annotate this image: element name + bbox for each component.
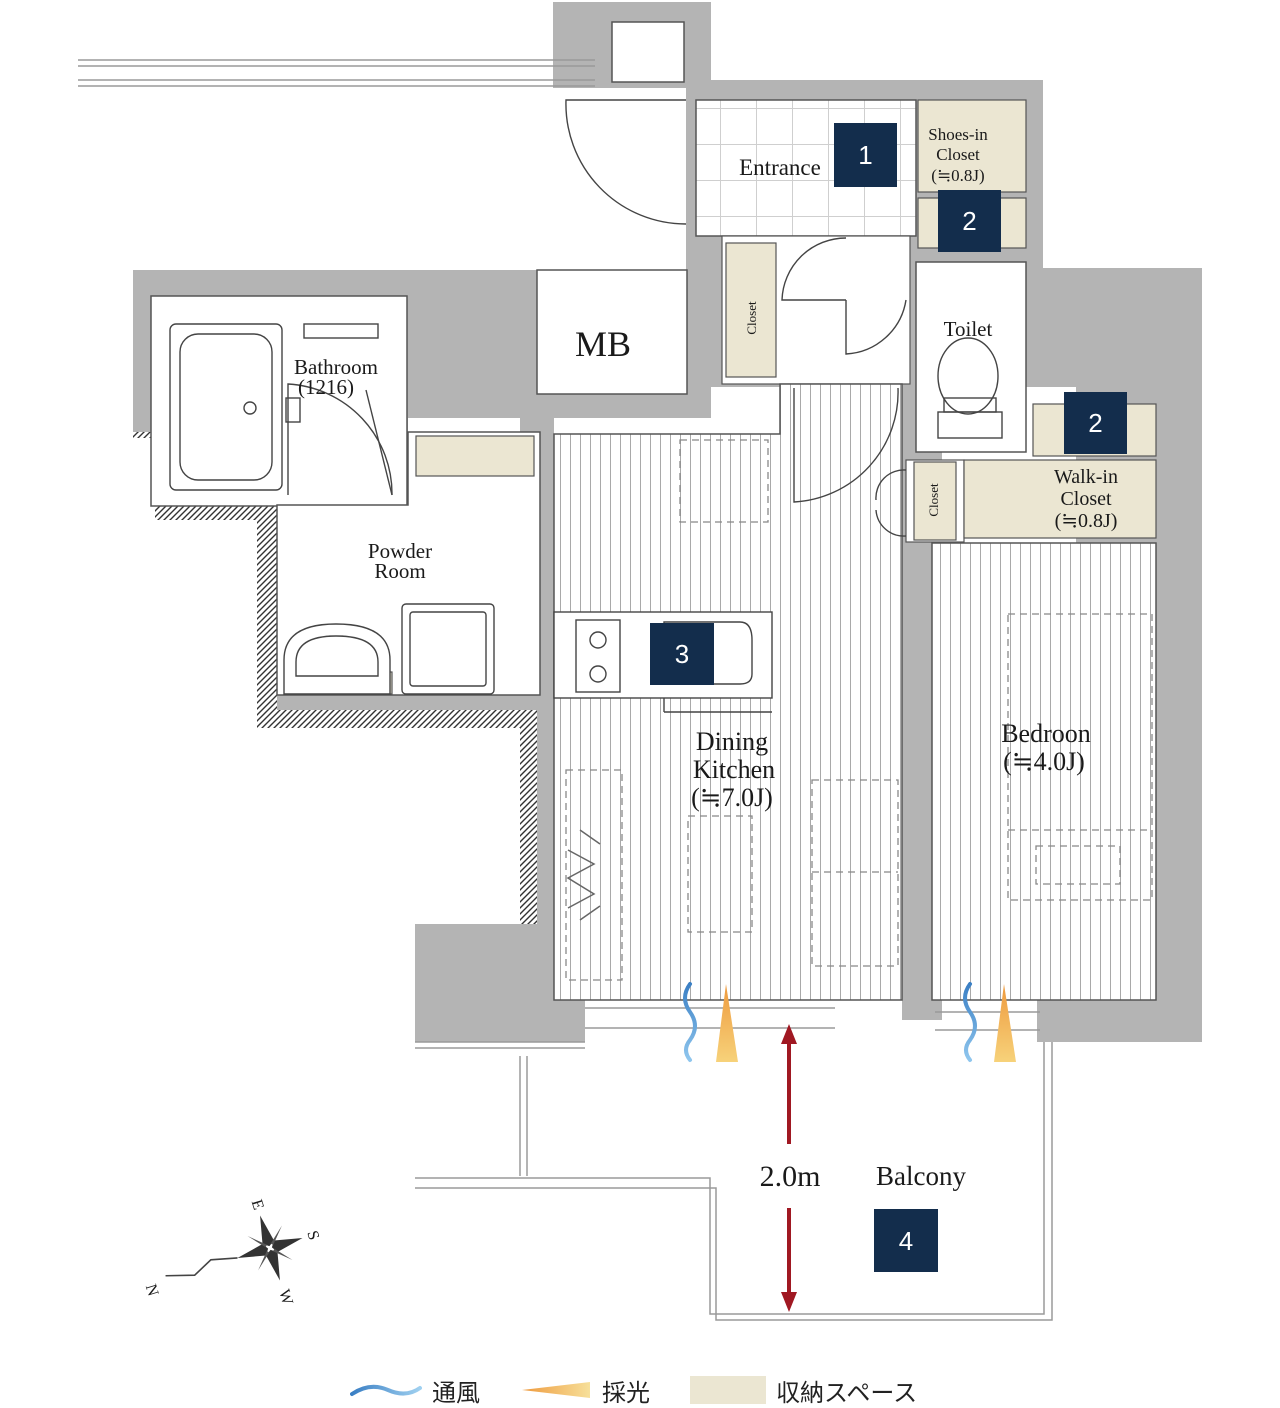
badge-number: 2 <box>962 206 976 236</box>
powder-room-label-line2: Room <box>374 559 425 583</box>
dimension-label: 2.0m <box>760 1160 821 1193</box>
number-badge: 2 <box>938 190 1001 252</box>
powder-room-label-line1: Powder <box>368 539 432 563</box>
daylight-marks <box>716 984 1016 1062</box>
ventilation-wave-icon <box>350 1384 422 1396</box>
entrance-label: Entrance <box>739 155 821 180</box>
room-labels: Entrance Shoes-in Closet (≒0.8J) MB Clos… <box>294 125 1118 1191</box>
number-badge: 3 <box>650 623 714 685</box>
legend-label: 通風 <box>432 1378 480 1407</box>
small-closet-label: Closet <box>926 483 941 517</box>
legend-label: 収納スペース <box>776 1378 918 1407</box>
compass-s: S <box>303 1229 322 1242</box>
legend-ventilation: 通風 <box>350 1372 480 1408</box>
walkin-closet-label-line3: (≒0.8J) <box>1055 510 1118 532</box>
balcony-label: Balcony <box>876 1161 966 1191</box>
bathroom-label-line1: Bathroom <box>294 355 378 379</box>
walkin-closet-label-line2: Closet <box>1060 488 1112 510</box>
badge-number: 2 <box>1088 408 1102 438</box>
armchair-glyph <box>566 829 601 921</box>
mb-label: MB <box>575 324 631 364</box>
number-badge: 4 <box>874 1209 938 1272</box>
shoes-closet-label-line2: Closet <box>936 145 980 164</box>
furniture-outlines <box>565 439 1153 981</box>
balcony-outline <box>415 1007 1053 1321</box>
ventilation-marks <box>683 982 977 1062</box>
compass-icon: N E S W <box>142 1198 322 1308</box>
compass-e: E <box>248 1198 267 1212</box>
top-railing <box>78 21 685 87</box>
dimension-arrow <box>781 1024 797 1312</box>
number-badge: 2 <box>1064 392 1127 454</box>
number-badge: 1 <box>834 123 897 187</box>
dining-kitchen-label-line1: Dining <box>696 727 768 756</box>
badge-number: 3 <box>675 639 689 669</box>
compass-n: N <box>142 1282 162 1298</box>
storage-swatch-icon <box>690 1376 766 1404</box>
bathroom-label-line2: (1216) <box>298 375 354 399</box>
badge-number: 4 <box>899 1226 913 1256</box>
bedroom-label-line2: (≒4.0J) <box>1003 747 1085 776</box>
dining-kitchen-label-line3: (≒7.0J) <box>691 783 773 812</box>
walkin-closet-label-line1: Walk-in <box>1054 466 1118 488</box>
hall-closet-label: Closet <box>744 301 759 335</box>
shoes-closet-label-line1: Shoes-in <box>928 125 988 144</box>
bedroom-label-line1: Bedroon <box>1001 719 1091 748</box>
toilet-label: Toilet <box>944 317 993 341</box>
badge-number: 1 <box>858 140 872 170</box>
daylight-beam-icon <box>522 1382 590 1398</box>
compass-w: W <box>275 1287 296 1307</box>
legend-label: 採光 <box>602 1378 650 1407</box>
legend-daylight: 採光 <box>520 1372 650 1408</box>
dining-kitchen-label-line2: Kitchen <box>693 755 775 784</box>
legend-storage: 収納スペース <box>690 1372 917 1408</box>
shoes-closet-label-line3: (≒0.8J) <box>931 166 984 185</box>
fixtures <box>169 99 1003 713</box>
legend: 通風 採光 収納スペース <box>0 1372 1280 1408</box>
